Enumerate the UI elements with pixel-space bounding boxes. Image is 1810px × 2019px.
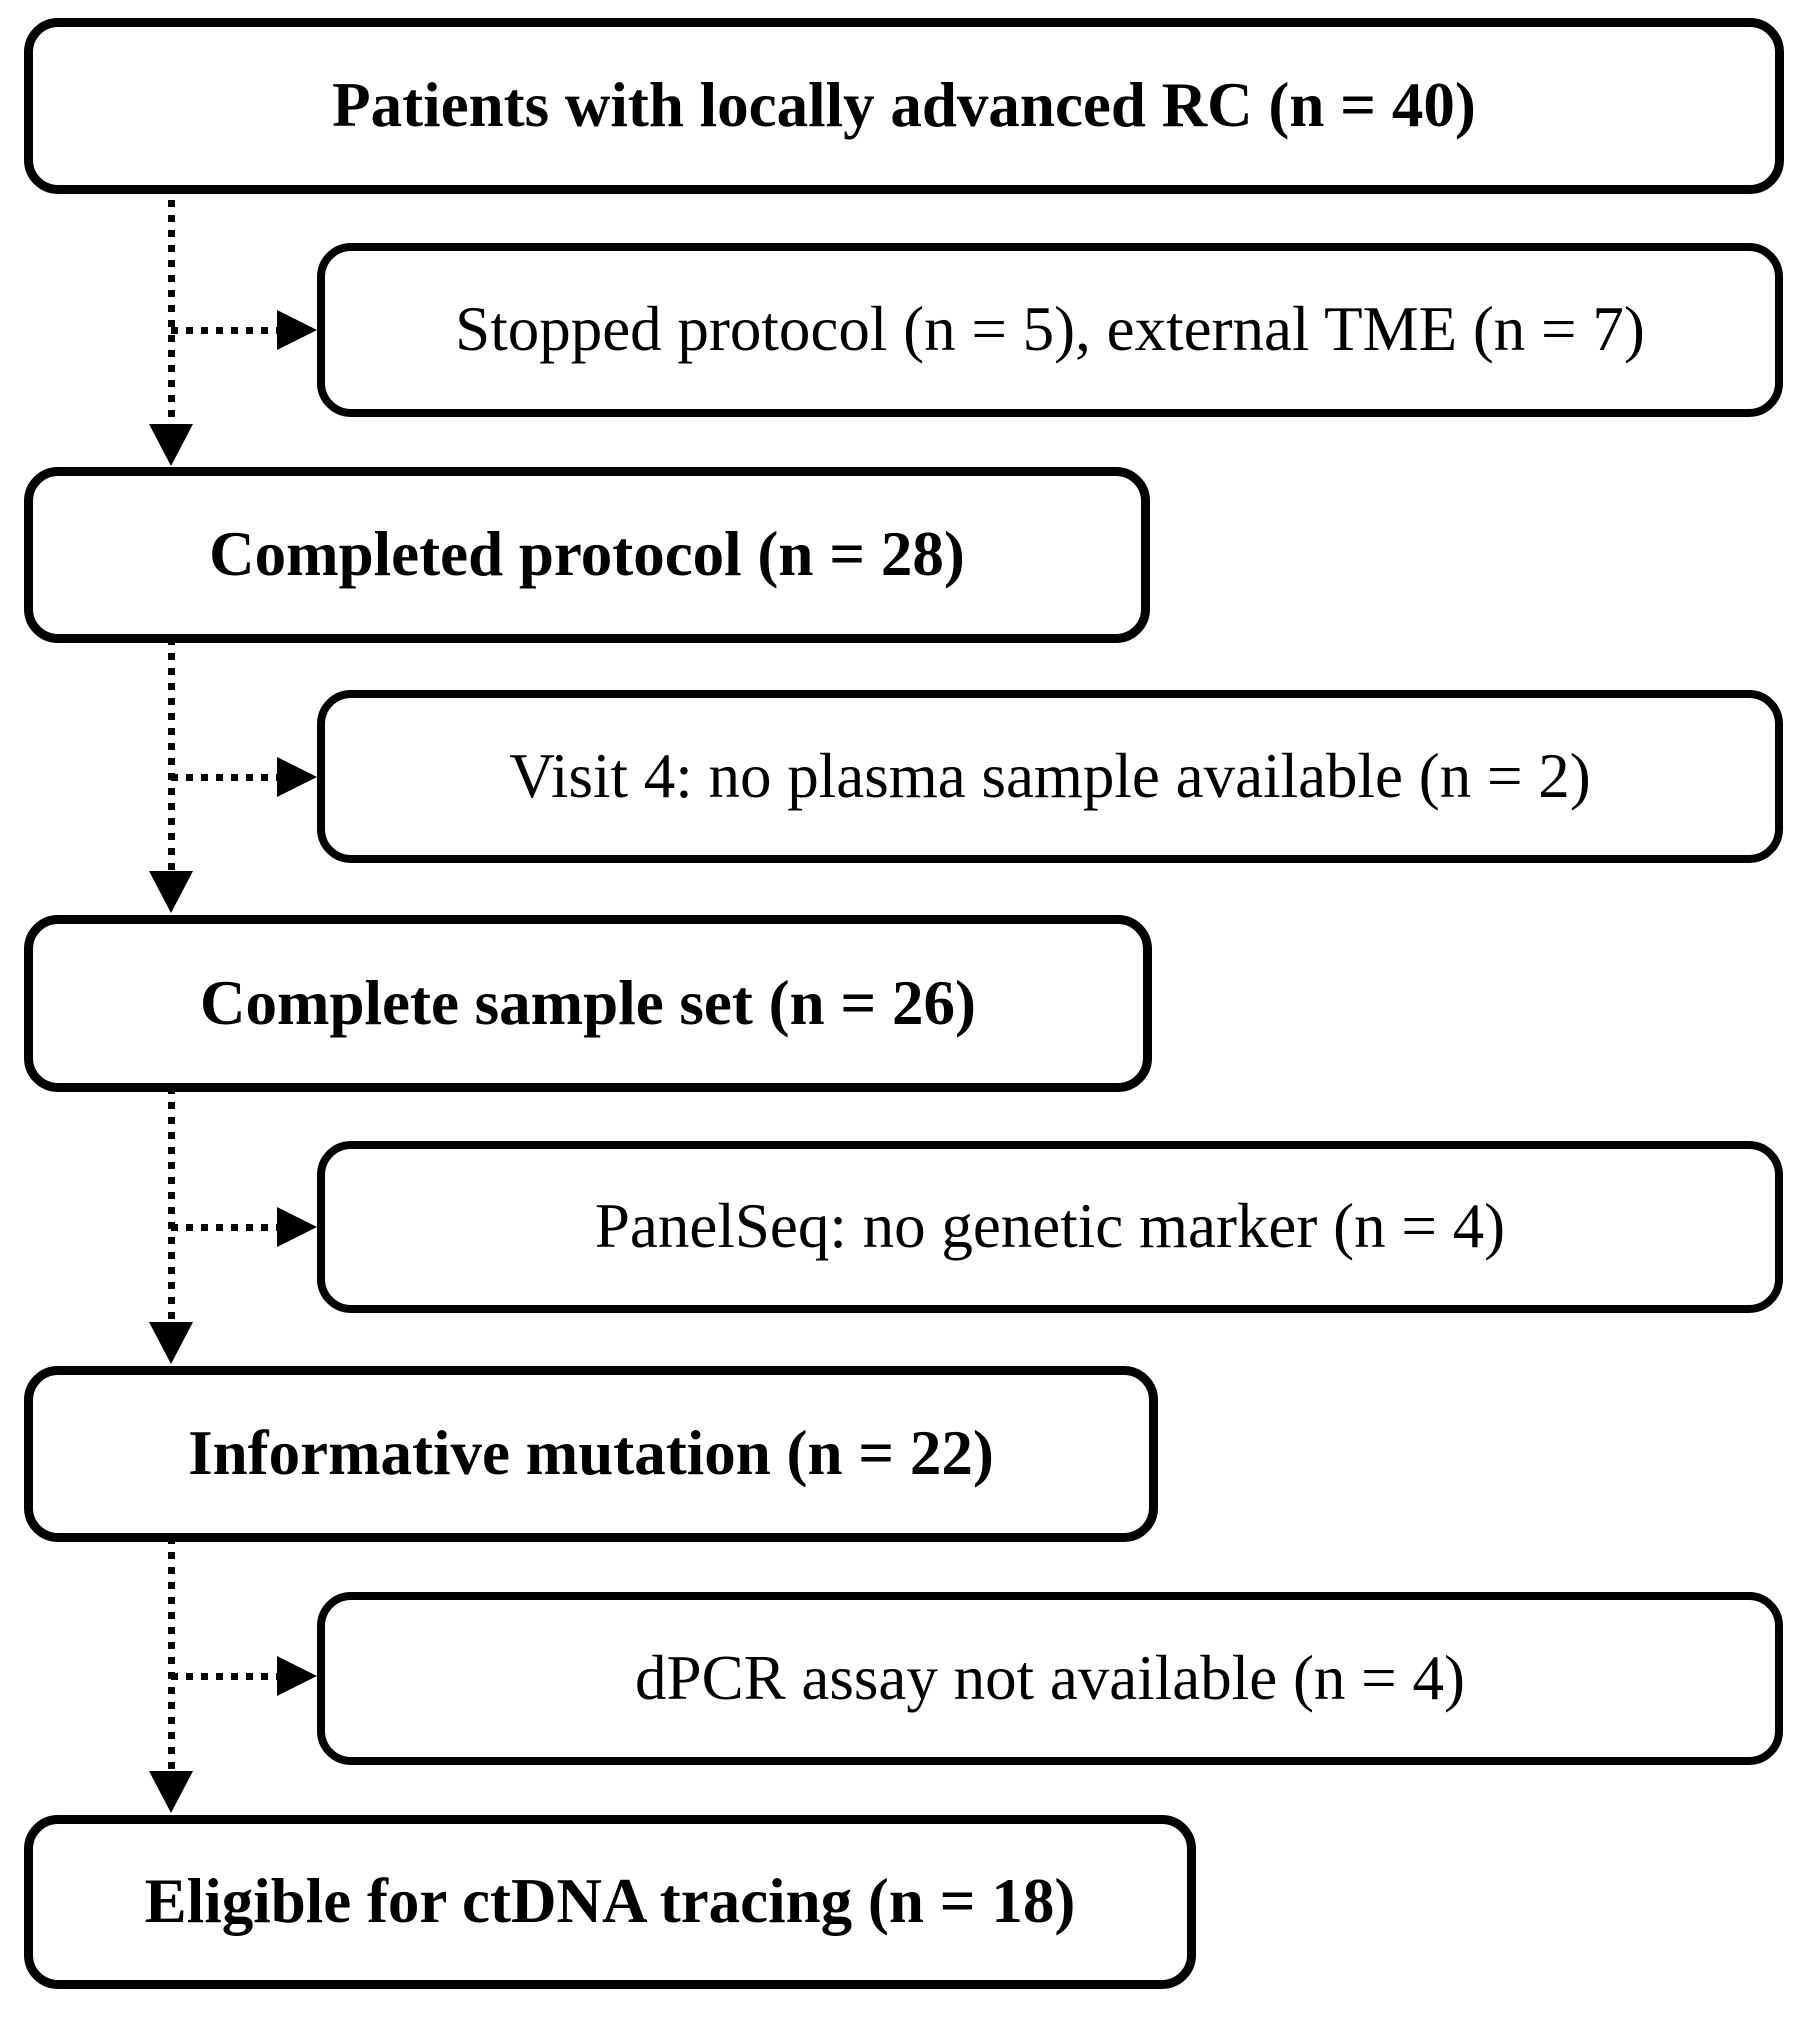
arrowhead-right-icon (277, 310, 317, 350)
exclusion-label: Stopped protocol (n = 5), external TME (… (455, 294, 1645, 365)
arrowhead-down-icon (149, 1771, 193, 1813)
node-label: Completed protocol (n = 28) (209, 519, 965, 590)
exclusion-label: dPCR assay not available (n = 4) (635, 1642, 1465, 1713)
arrowhead-down-icon (149, 871, 193, 913)
node-informative-mutation: Informative mutation (n = 22) (24, 1366, 1158, 1542)
arrowhead-right-icon (277, 1207, 317, 1247)
exclusion-label: PanelSeq: no genetic marker (n = 4) (594, 1191, 1506, 1262)
arrowhead-right-icon (277, 757, 317, 797)
arrowhead-down-icon (149, 1322, 193, 1364)
node-label: Informative mutation (n = 22) (188, 1418, 994, 1489)
connector-vertical-4 (168, 1537, 175, 1771)
arrowhead-right-icon (277, 1656, 317, 1696)
node-label: Eligible for ctDNA tracing (n = 18) (144, 1866, 1076, 1937)
exclusion-no-plasma-sample: Visit 4: no plasma sample available (n =… (317, 690, 1783, 863)
connector-vertical-2 (168, 638, 175, 871)
arrowhead-down-icon (149, 424, 193, 466)
connector-branch-4 (171, 1673, 277, 1680)
exclusion-label: Visit 4: no plasma sample available (n =… (509, 740, 1591, 811)
exclusion-no-genetic-marker: PanelSeq: no genetic marker (n = 4) (317, 1141, 1783, 1313)
connector-vertical-1 (168, 185, 175, 424)
node-eligible-ctdna-tracing: Eligible for ctDNA tracing (n = 18) (24, 1815, 1196, 1989)
node-label: Complete sample set (n = 26) (199, 967, 977, 1038)
node-label: Patients with locally advanced RC (n = 4… (332, 70, 1476, 141)
node-complete-sample-set: Complete sample set (n = 26) (24, 915, 1152, 1092)
exclusion-stopped-protocol-external-tme: Stopped protocol (n = 5), external TME (… (317, 243, 1783, 417)
connector-branch-2 (171, 774, 277, 781)
connector-branch-3 (171, 1224, 277, 1231)
node-completed-protocol: Completed protocol (n = 28) (24, 467, 1150, 643)
connector-branch-1 (171, 327, 277, 334)
node-patients-enrolled: Patients with locally advanced RC (n = 4… (24, 18, 1784, 194)
exclusion-dpcr-not-available: dPCR assay not available (n = 4) (317, 1592, 1783, 1765)
connector-vertical-3 (168, 1087, 175, 1322)
